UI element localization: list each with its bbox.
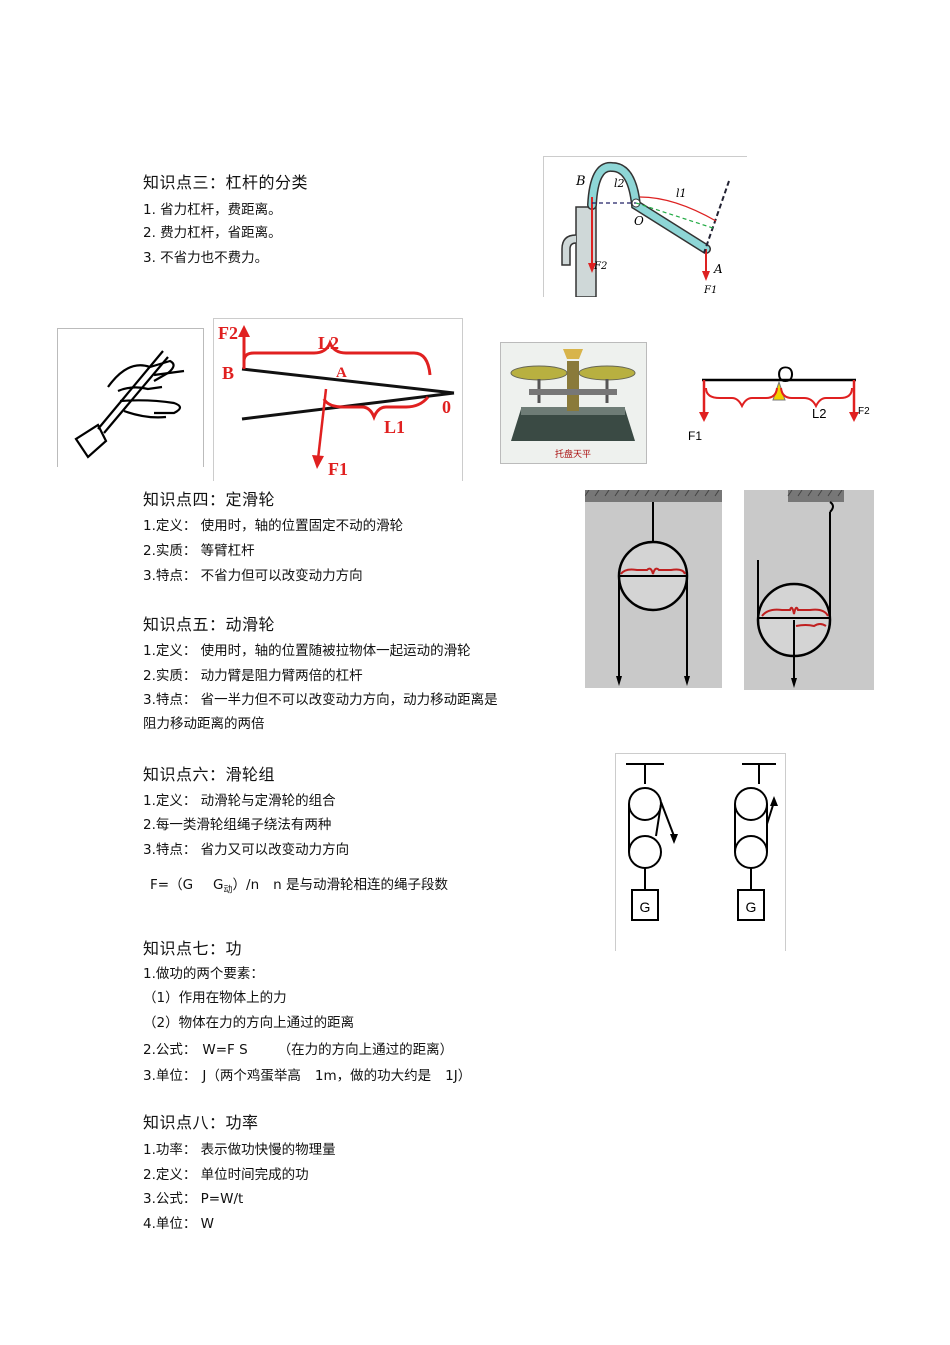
pump-label-o: O xyxy=(634,214,644,228)
section-3-title: 知识点三：杠杆的分类 xyxy=(143,173,309,192)
section-4-item-3: 3.特点： 不省力但可以改变动力方向 xyxy=(143,568,363,584)
fixed-pulley-figure xyxy=(585,490,722,688)
section-8-item-1: 1.功率： 表示做功快慢的物理量 xyxy=(143,1142,336,1158)
work-unit-part-3: 1J） xyxy=(445,1068,472,1084)
section-7-item-2: （1）作用在物体上的力 xyxy=(143,990,287,1006)
section-6-item-3: 3.特点： 省力又可以改变动力方向 xyxy=(143,842,350,858)
scissors-label-a: A xyxy=(336,365,347,381)
section-7-item-3: （2）物体在力的方向上通过的距离 xyxy=(143,1015,355,1031)
pump-lever-figure: B l2 l1 O A F2 F1 xyxy=(543,156,747,297)
formula-note: n 是与动滑轮相连的绳子段数 xyxy=(273,877,448,893)
pulley-force-formula: F=（G G动）/n n 是与动滑轮相连的绳子段数 xyxy=(150,873,448,896)
weight-label-left: G xyxy=(640,899,651,915)
work-unit-part-1: J（两个鸡蛋举高 xyxy=(202,1068,301,1084)
section-5-item-4: 阻力移动距离的两倍 xyxy=(143,716,265,732)
pump-label-l1: l1 xyxy=(676,187,687,200)
section-8-item-4: 4.单位： W xyxy=(143,1216,215,1232)
pump-label-b: B xyxy=(575,174,586,189)
work-formula-line: 2.公式： W=F S （在力的方向上通过的距离） xyxy=(143,1038,453,1058)
work-unit-label: 3.单位： xyxy=(143,1068,197,1084)
scissors-label-o: 0 xyxy=(442,397,451,417)
formula-part-1: F=（G xyxy=(150,877,194,893)
section-4-item-1: 1.定义： 使用时，轴的位置固定不动的滑轮 xyxy=(143,518,404,534)
section-6-item-2: 2.每一类滑轮组绳子绕法有两种 xyxy=(143,817,332,833)
section-7-title: 知识点七：功 xyxy=(143,939,243,958)
scissors-label-b: B xyxy=(222,363,234,383)
work-formula-note: （在力的方向上通过的距离） xyxy=(277,1042,454,1058)
movable-pulley-figure xyxy=(744,490,874,690)
beam-label-f2: F2 xyxy=(858,406,870,417)
section-8-item-3: 3.公式： P=W/t xyxy=(143,1191,244,1207)
work-unit-line: 3.单位： J（两个鸡蛋举高 1m，做的功大约是 1J） xyxy=(143,1064,471,1084)
section-3-item-2: 2. 费力杠杆，省距离。 xyxy=(143,225,282,241)
equal-arm-beam-figure: O L2 F2 F1 xyxy=(680,358,880,454)
pump-label-a: A xyxy=(713,262,723,276)
pulley-block-figure: G G xyxy=(615,753,786,951)
scissors-label-f2: F2 xyxy=(218,323,238,343)
section-8-item-2: 2.定义： 单位时间完成的功 xyxy=(143,1167,309,1183)
scissors-label-f1: F1 xyxy=(328,459,348,479)
section-4-item-2: 2.实质： 等臂杠杆 xyxy=(143,543,255,559)
beam-label-f1: F1 xyxy=(688,429,702,443)
section-3-item-1: 1. 省力杠杆，费距离。 xyxy=(143,202,282,218)
section-6-title: 知识点六：滑轮组 xyxy=(143,765,276,784)
work-formula: W=F S xyxy=(202,1042,248,1058)
balance-caption: 托盘天平 xyxy=(555,448,591,460)
pump-label-l2: l2 xyxy=(614,177,625,190)
section-5-item-3: 3.特点： 省一半力但不可以改变动力方向，动力移动距离是 xyxy=(143,692,498,708)
section-5-item-2: 2.实质： 动力臂是阻力臂两倍的杠杆 xyxy=(143,668,363,684)
formula-part-2: G xyxy=(213,877,224,893)
pump-label-f1: F1 xyxy=(703,285,717,296)
work-unit-part-2: 1m，做的功大约是 xyxy=(314,1068,432,1084)
shovel-hand-figure xyxy=(57,328,204,467)
section-4-title: 知识点四：定滑轮 xyxy=(143,490,276,509)
scissors-lever-figure: F2 L2 B A 0 L1 F1 xyxy=(213,318,463,481)
work-formula-label: 2.公式： xyxy=(143,1042,197,1058)
weight-label-right: G xyxy=(746,899,757,915)
formula-subscript: 动 xyxy=(223,885,233,896)
pump-label-f2: F2 xyxy=(593,261,607,272)
scissors-label-l2: L2 xyxy=(318,333,339,353)
balance-figure: 托盘天平 xyxy=(500,342,647,464)
section-7-item-1: 1.做功的两个要素： xyxy=(143,966,264,982)
section-3-item-3: 3. 不省力也不费力。 xyxy=(143,250,269,266)
section-5-item-1: 1.定义： 使用时，轴的位置随被拉物体一起运动的滑轮 xyxy=(143,643,471,659)
beam-label-o: O xyxy=(777,362,794,387)
scissors-label-l1: L1 xyxy=(384,417,405,437)
section-6-item-1: 1.定义： 动滑轮与定滑轮的组合 xyxy=(143,793,336,809)
section-5-title: 知识点五：动滑轮 xyxy=(143,615,276,634)
section-8-title: 知识点八：功率 xyxy=(143,1113,259,1132)
formula-part-3: ）/n xyxy=(232,877,260,893)
beam-label-l2: L2 xyxy=(812,406,826,421)
